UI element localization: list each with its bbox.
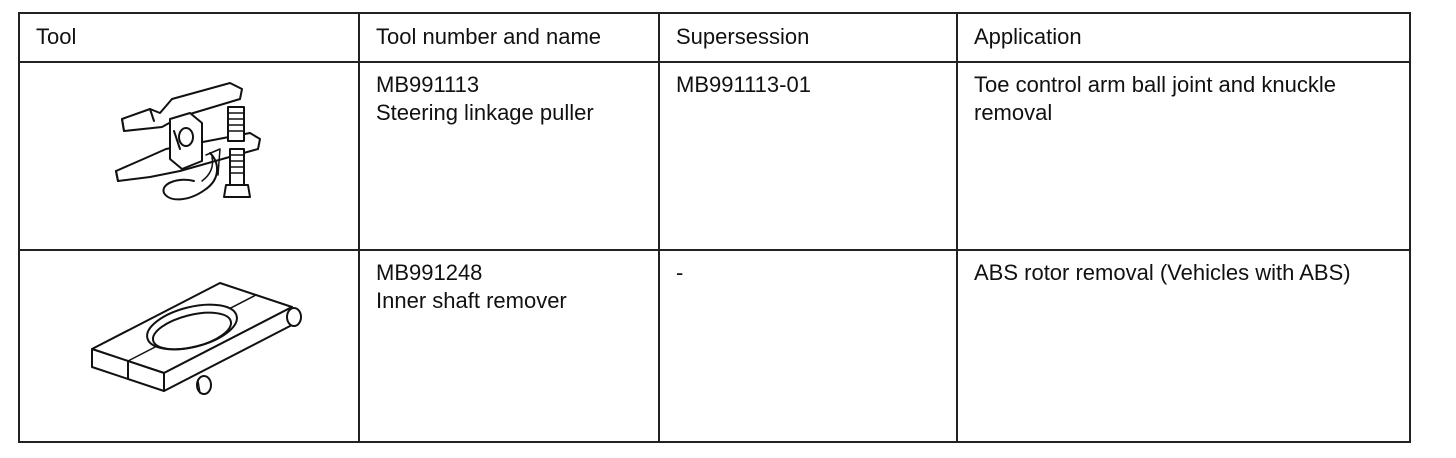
table-row: MB991113 Steering linkage puller MB99111… (18, 61, 1411, 251)
tool-number-and-name-cell: MB991113 Steering linkage puller (358, 61, 660, 251)
tool-number: MB991113 (376, 72, 480, 97)
table-row: MB991248 Inner shaft remover - ABS rotor… (18, 249, 1411, 443)
tool-number: MB991248 (376, 260, 483, 285)
header-tool-number-and-name: Tool number and name (358, 12, 660, 63)
table-header-row: Tool Tool number and name Supersession A… (18, 12, 1411, 63)
header-supersession: Supersession (658, 12, 958, 63)
steering-linkage-puller-icon (115, 82, 261, 201)
tool-image-cell (18, 249, 360, 443)
header-tool: Tool (18, 12, 360, 63)
tool-number-and-name-cell: MB991248 Inner shaft remover (358, 249, 660, 443)
application-cell: Toe control arm ball joint and knuckle r… (956, 61, 1411, 251)
special-tools-table: Tool Tool number and name Supersession A… (18, 12, 1411, 443)
application-cell: ABS rotor removal (Vehicles with ABS) (956, 249, 1411, 443)
tool-name: Inner shaft remover (376, 288, 567, 313)
tool-name: Steering linkage puller (376, 100, 594, 125)
inner-shaft-remover-icon (91, 282, 302, 395)
header-application: Application (956, 12, 1411, 63)
supersession-cell: - (658, 249, 958, 443)
supersession-cell: MB991113-01 (658, 61, 958, 251)
tool-image-cell (18, 61, 360, 251)
